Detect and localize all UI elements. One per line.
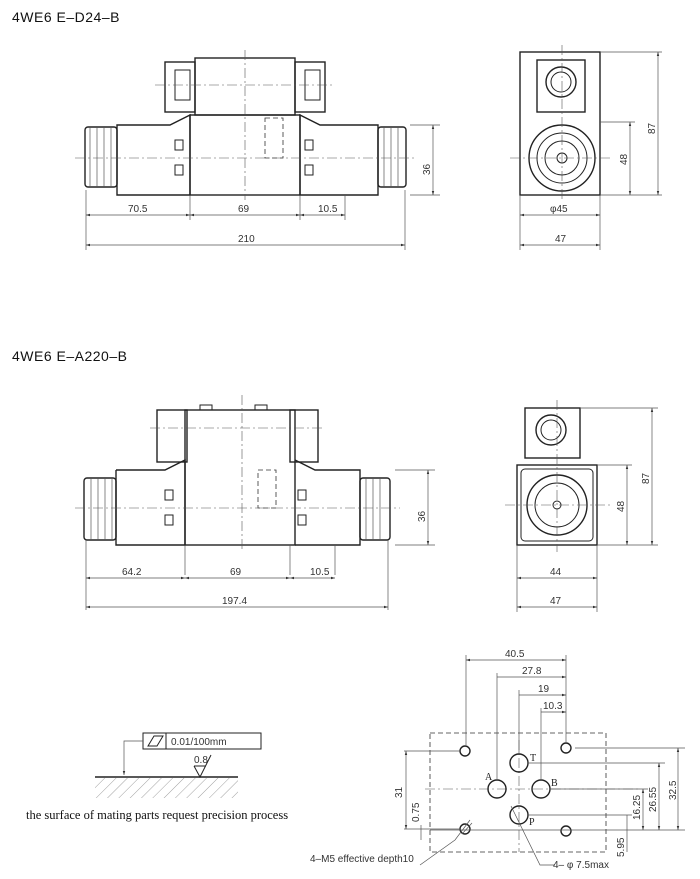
dim-69-b: 69: [230, 567, 242, 578]
dim-10-5-b: 10.5: [310, 567, 330, 578]
dim-48-b: 48: [616, 500, 627, 512]
dim-87-b: 87: [641, 472, 652, 484]
surface-note: the surface of mating parts request prec…: [26, 808, 288, 822]
dim-36-b: 36: [417, 510, 428, 522]
port-b-label: B: [551, 778, 558, 789]
hole-note: 4– φ 7.5max: [553, 860, 609, 871]
drawing1-title: 4WE6 E–D24–B: [12, 9, 120, 25]
drawing1-dimensions: [85, 124, 440, 250]
port-p-label: P: [529, 817, 535, 828]
dim-210: 210: [238, 234, 255, 245]
drawing2-dimensions: [85, 469, 435, 610]
drawing1-end-dimensions: [519, 51, 662, 250]
dim-16-25: 16.25: [632, 795, 643, 820]
dim-70-5: 70.5: [128, 204, 148, 215]
dim-44: 44: [550, 567, 562, 578]
mounting-hole: [459, 745, 471, 757]
thread-note: 4–M5 effective depth10: [310, 854, 414, 865]
roughness-value: 0.8: [194, 755, 208, 766]
dim-36: 36: [422, 163, 433, 175]
dim-40-5: 40.5: [505, 649, 525, 660]
drawing2-side-view: [75, 395, 400, 550]
mounting-hole: [560, 825, 572, 837]
dim-48: 48: [619, 153, 630, 165]
drawing1-end-view: [510, 45, 610, 200]
mounting-hole: [459, 823, 471, 835]
drawing2-end-dimensions: [516, 407, 658, 612]
port-t-label: T: [530, 753, 536, 764]
flatness-symbol: [122, 732, 262, 775]
dim-197-4: 197.4: [222, 596, 247, 607]
dim-19: 19: [538, 684, 550, 695]
subplate-dimensions: [404, 655, 685, 866]
dim-69: 69: [238, 204, 250, 215]
dim-phi45: φ45: [550, 204, 568, 215]
drawing2-end-view: [505, 400, 610, 552]
dim-26-55: 26.55: [648, 787, 659, 812]
drawing1-side-view: [75, 50, 415, 200]
dim-32-5: 32.5: [668, 780, 679, 800]
drawing2-title: 4WE6 E–A220–B: [12, 348, 127, 364]
flatness-value: 0.01/100mm: [171, 737, 227, 748]
dim-0-75: 0.75: [411, 802, 422, 822]
mounting-hole: [560, 742, 572, 754]
dim-27-8: 27.8: [522, 666, 542, 677]
dim-31: 31: [394, 786, 405, 798]
dim-5-95: 5.95: [616, 837, 627, 857]
dim-10-3: 10.3: [543, 701, 563, 712]
dim-64-2: 64.2: [122, 567, 142, 578]
port-a-label: A: [485, 772, 493, 783]
dim-47-b: 47: [550, 596, 562, 607]
surface-hatch: [95, 778, 238, 798]
dim-47: 47: [555, 234, 567, 245]
dim-10-5: 10.5: [318, 204, 338, 215]
dim-87: 87: [647, 122, 658, 134]
